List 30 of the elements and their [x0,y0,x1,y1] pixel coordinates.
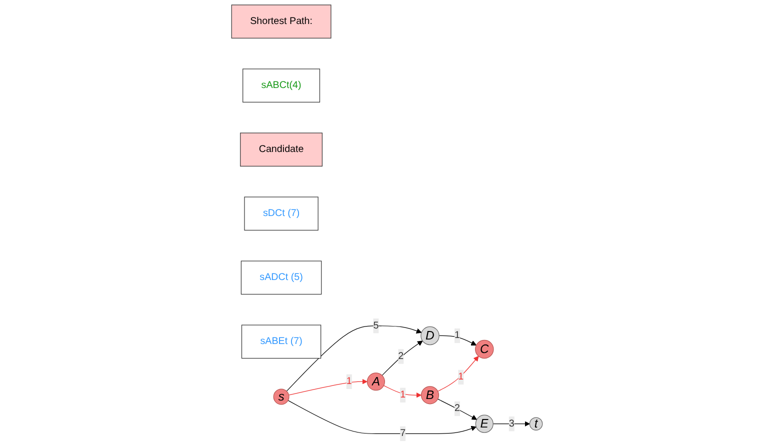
arrow [288,400,476,434]
node-box: sABEt (7) [241,324,322,359]
arrow [438,335,477,346]
edge-label: 1 [458,372,464,382]
node-box: Shortest Path: [231,4,332,38]
node-circle: A [366,372,385,391]
edge-label: 2 [454,403,460,414]
node-circle: D [420,326,440,346]
node-circle: E [475,414,494,433]
node-box: Candidate [240,132,323,167]
arrow [383,385,422,398]
node-circle: B [420,386,440,404]
node-box: sADCt (5) [240,260,322,295]
arrow [382,340,423,376]
node-circle: s [273,388,290,405]
arrow [438,356,479,392]
edge-label: 1 [454,330,460,341]
node-circle: t [529,417,543,430]
edge-label: 5 [373,320,379,331]
arrow [288,378,368,396]
edge-label: 1 [400,390,406,400]
edge-label: 2 [398,350,404,362]
node-circle: C [475,340,494,359]
arrow [438,398,478,420]
node-box: sABCt(4) [242,68,320,102]
edge-label: 3 [508,418,514,429]
edge-label: 7 [400,428,406,439]
arrow [492,421,530,427]
edge-label: 1 [346,376,352,387]
node-box: sDCt (7) [244,196,318,231]
